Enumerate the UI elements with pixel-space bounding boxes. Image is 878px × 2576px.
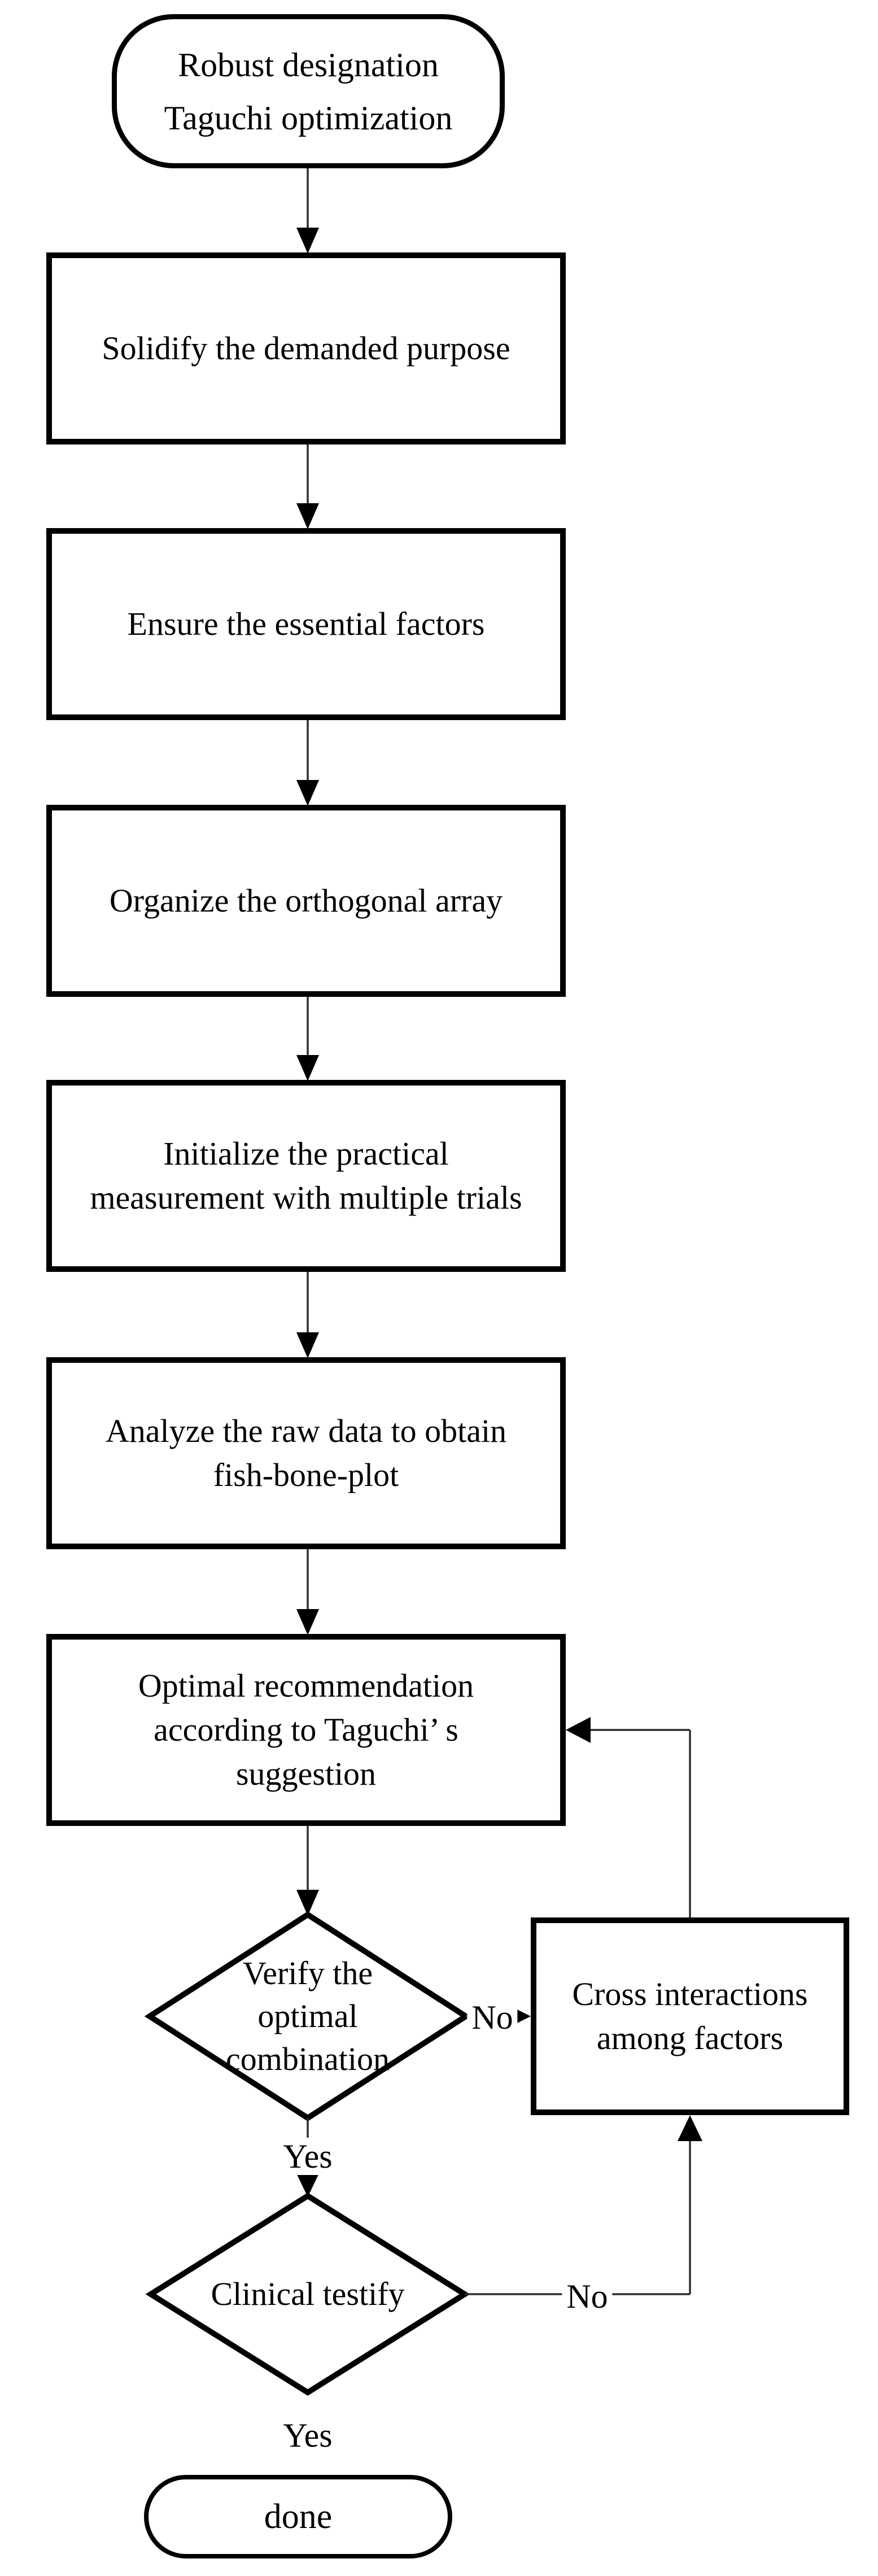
- edge-label-no-2: No: [562, 2278, 613, 2315]
- arrowhead-into-step5: [296, 1332, 319, 1358]
- arrowhead-into-crossbox-bottom: [678, 2115, 702, 2141]
- process-box-optimal-recommendation: Optimal recommendation according to Tagu…: [46, 1634, 566, 1826]
- process-box-label: Organize the orthogonal array: [109, 882, 503, 919]
- process-box-analyze-raw-data: Analyze the raw data to obtain fish-bone…: [46, 1357, 566, 1549]
- process-box-orthogonal-array: Organize the orthogonal array: [46, 805, 566, 997]
- arrowhead-into-step6-right: [566, 1717, 591, 1743]
- decision-verify-label: Verify the optimal combination: [226, 1955, 390, 2077]
- cross-interactions-label: Cross interactions among factors: [572, 1976, 808, 2056]
- process-box-solidify-purpose: Solidify the demanded purpose: [46, 252, 566, 444]
- arrowhead-into-step4: [296, 1055, 319, 1081]
- arrowhead-into-decision1: [296, 1890, 319, 1916]
- start-node-label: Robust designation Taguchi optimization: [164, 46, 453, 137]
- end-node: done: [144, 2475, 452, 2558]
- process-box-label: Solidify the demanded purpose: [102, 330, 510, 367]
- edge-label-no-1: No: [467, 1999, 518, 2036]
- arrowhead-into-step1: [296, 228, 319, 254]
- arrowhead-into-step6: [296, 1609, 319, 1635]
- process-box-essential-factors: Ensure the essential factors: [46, 528, 566, 720]
- process-box-label: Analyze the raw data to obtain fish-bone…: [105, 1413, 507, 1493]
- start-node: Robust designation Taguchi optimization: [112, 14, 505, 168]
- arrowhead-into-step3: [296, 780, 319, 806]
- edge-label-yes-1: Yes: [278, 2138, 337, 2175]
- end-node-label: done: [264, 2497, 333, 2536]
- edge-label-yes-2: Yes: [278, 2417, 337, 2454]
- decision-clinical-label: Clinical testify: [211, 2276, 405, 2312]
- process-box-label: Initialize the practical measurement wit…: [90, 1135, 522, 1216]
- cross-interactions-box: Cross interactions among factors: [531, 1917, 849, 2115]
- arrowhead-into-decision2: [295, 2171, 320, 2197]
- process-box-label: Optimal recommendation according to Tagu…: [138, 1667, 474, 1792]
- process-box-practical-measurement: Initialize the practical measurement wit…: [46, 1080, 566, 1272]
- arrowhead-into-step2: [296, 503, 319, 529]
- process-box-label: Ensure the essential factors: [127, 605, 485, 642]
